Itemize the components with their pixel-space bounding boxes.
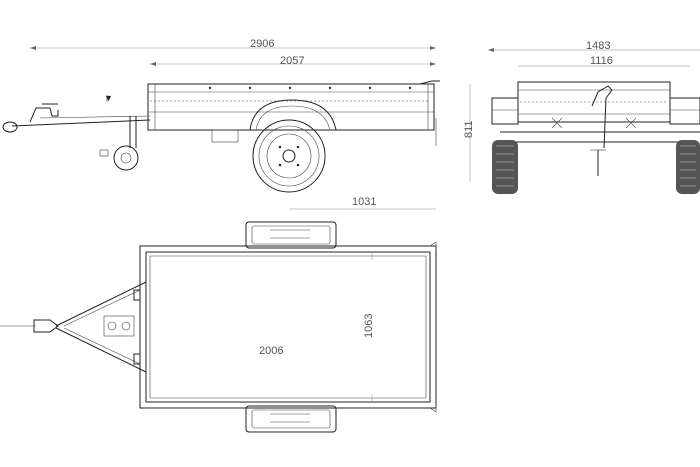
rear-body	[491, 81, 700, 176]
side-wheel	[252, 119, 326, 193]
side-body	[147, 80, 440, 146]
dimension-track-width: 1116	[590, 55, 613, 67]
dimension-height: 811	[463, 120, 475, 138]
dimension-inner-length: 2006	[259, 345, 283, 357]
dimension-overall-length: 2906	[250, 38, 274, 50]
top-drawbar	[0, 281, 147, 373]
svg-text:▼: ▼	[104, 93, 113, 103]
dimension-axle-offset: 1031	[352, 196, 376, 208]
rear-view-dimension-lines	[469, 48, 700, 182]
rear-right-wheel	[676, 140, 700, 194]
side-view: 2906 2057 1031	[2, 38, 440, 210]
top-lower-wheel	[245, 405, 337, 433]
top-view: 2006 1063	[0, 221, 437, 433]
dimension-inner-width: 1063	[363, 314, 375, 338]
top-upper-wheel	[245, 221, 337, 249]
side-jockey-wheel	[99, 116, 139, 171]
dimension-box-length: 2057	[280, 55, 304, 67]
side-drawbar: ▼	[2, 93, 151, 133]
rear-left-wheel	[492, 140, 518, 194]
side-view-dimension-lines	[30, 46, 436, 210]
top-body	[139, 241, 437, 413]
rear-view: 1483 1116 811	[463, 40, 700, 194]
dimension-overall-width: 1483	[586, 40, 610, 52]
